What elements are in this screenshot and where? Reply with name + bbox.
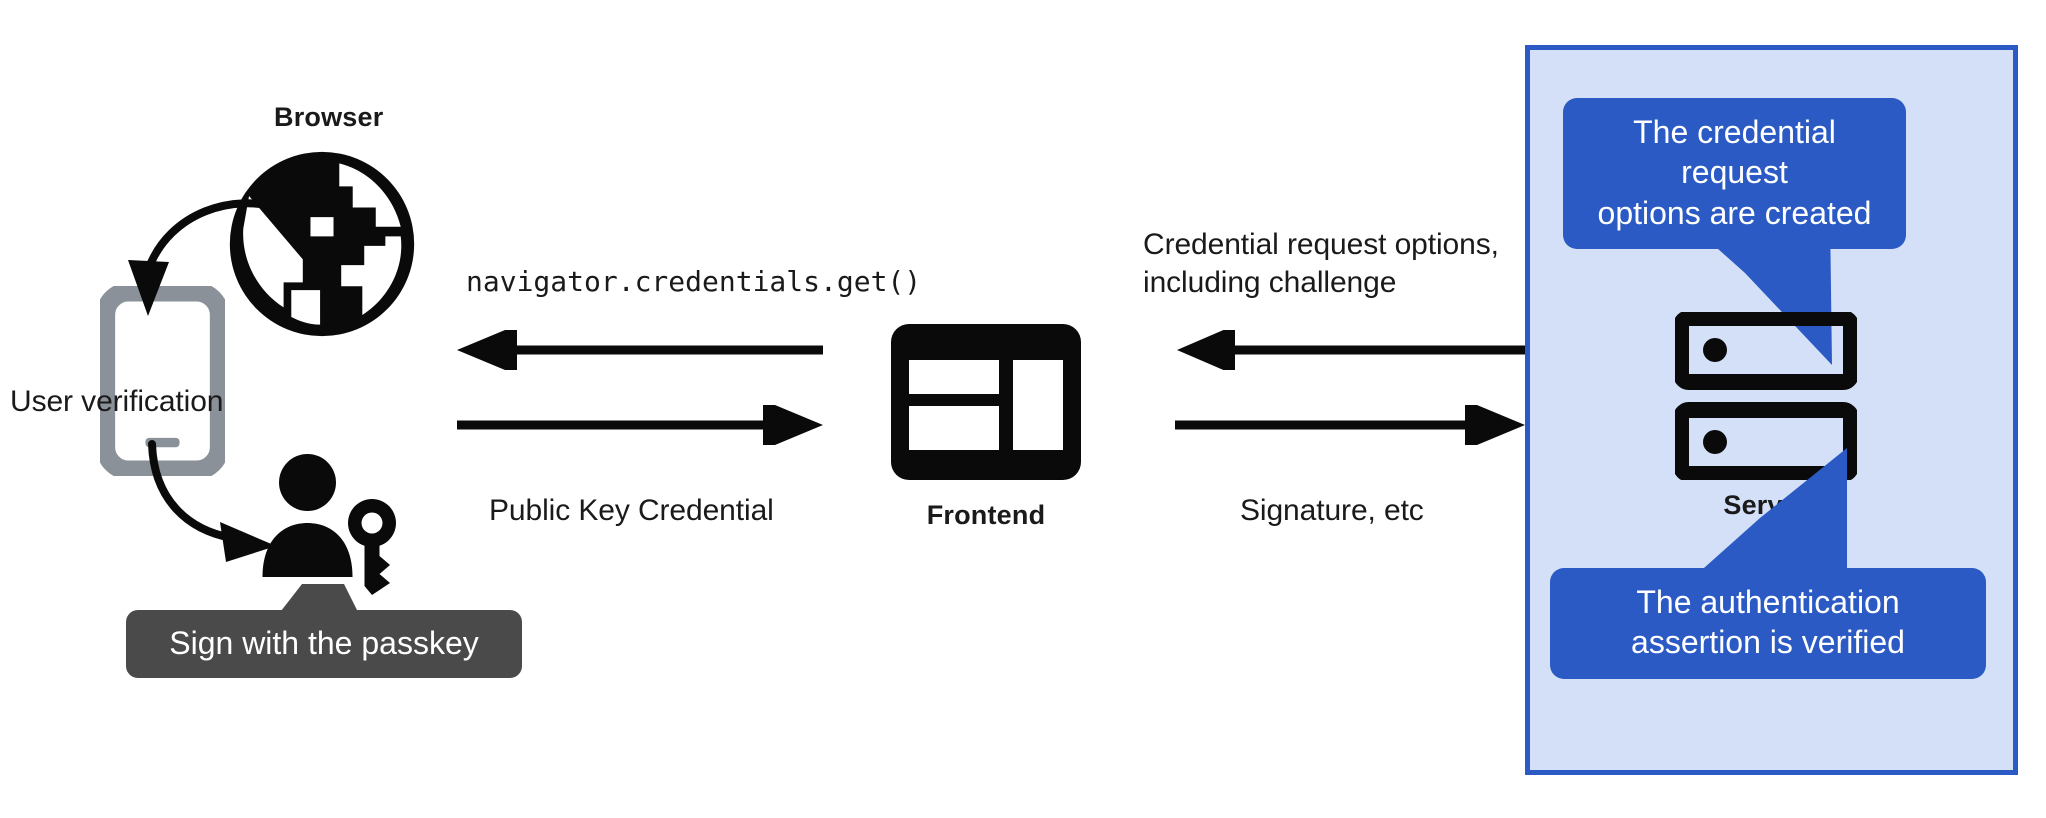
web-layout-icon	[889, 322, 1083, 482]
globe-icon	[226, 148, 418, 340]
arrow-frontend-to-server	[1175, 400, 1525, 450]
edge-label-public-key-credential: Public Key Credential	[489, 494, 774, 527]
sign-with-passkey-tooltip: Sign with the passkey	[126, 610, 522, 679]
server-top-callout-tail	[1650, 215, 1950, 375]
arrow-phone-to-user	[140, 438, 340, 573]
user-verification-label: User verification	[10, 385, 224, 418]
edge-label-line-1: Credential request options, including ch…	[1143, 228, 1499, 300]
browser-label: Browser	[274, 102, 384, 132]
arrow-browser-to-phone	[96, 188, 286, 338]
edge-label-navigator-credentials-get: navigator.credentials.get()	[466, 265, 922, 298]
server-zone-panel: The credential request options are creat…	[1525, 45, 2018, 775]
edge-label-signature-etc: Signature, etc	[1240, 494, 1424, 527]
arrow-server-to-frontend	[1175, 325, 1525, 375]
server-bottom-callout: The authentication assertion is verified	[1550, 568, 1986, 679]
server-rack-icon	[1673, 310, 1859, 482]
arrow-browser-to-frontend	[455, 400, 825, 450]
frontend-label: Frontend	[926, 500, 1046, 530]
server-top-callout: The credential request options are creat…	[1563, 98, 1906, 249]
edge-label-credential-request-options: Credential request options, including ch…	[1143, 226, 1499, 303]
server-bottom-callout-tail	[1665, 448, 1945, 578]
arrow-frontend-to-browser	[455, 325, 825, 375]
person-with-key-icon	[258, 445, 408, 595]
